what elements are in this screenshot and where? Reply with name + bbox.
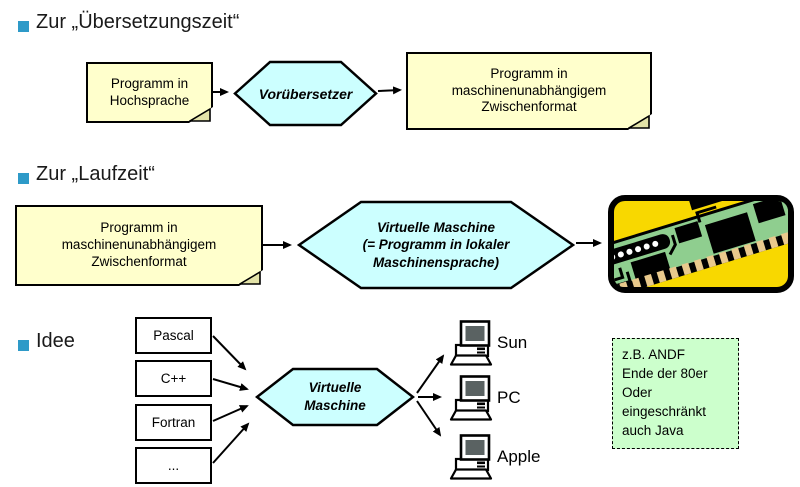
language-box-ellipsis-label: ... — [167, 458, 180, 473]
hexagon-virtual-machine-runtime: Virtuelle Maschine (= Programm in lokale… — [297, 200, 575, 290]
platform-label-sun: Sun — [497, 333, 528, 352]
hexagon-voruebersetzer-label: Vorübersetzer — [258, 85, 353, 102]
folded-corner — [628, 114, 652, 130]
platform-label-pc: PC — [497, 388, 521, 407]
hexagon-virtual-machine-runtime-label: Virtuelle Maschine (= Programm in lokale… — [362, 219, 510, 270]
hexagon-virtual-machine-idea: Virtuelle Maschine — [255, 367, 415, 427]
heading-translation-time: Zur „Übersetzungszeit“ — [36, 11, 240, 33]
hexagon-voruebersetzer: Vorübersetzer — [233, 60, 378, 127]
language-box-pascal: Pascal — [135, 317, 212, 354]
bullet-icon — [18, 173, 29, 184]
note-source-highlevel: Programm in Hochsprache — [86, 62, 213, 123]
language-box-cpp-label: C++ — [160, 371, 187, 386]
hexagon-shape — [255, 367, 415, 427]
computer-icon-pc — [449, 375, 493, 421]
note-intermediate-format-bottom: Programm in maschinenunabhängigem Zwisch… — [15, 205, 263, 286]
bullet-icon — [18, 340, 29, 351]
hexagon-shape — [233, 60, 378, 127]
computer-icon-apple — [449, 434, 493, 480]
note-source-highlevel-text: Programm in Hochsprache — [109, 75, 190, 108]
folded-corner — [189, 107, 213, 123]
heading-run-time: Zur „Laufzeit“ — [36, 163, 155, 185]
language-box-pascal-label: Pascal — [153, 328, 194, 343]
hexagon-shape — [297, 200, 575, 290]
note-intermediate-format-bottom-text: Programm in maschinenunabhängigem Zwisch… — [61, 220, 217, 269]
language-box-fortran-label: Fortran — [151, 415, 196, 430]
note-intermediate-format-top-text: Programm in maschinenunabhängigem Zwisch… — [451, 65, 607, 115]
folded-corner — [239, 270, 263, 286]
heading-idea: Idee — [36, 330, 75, 352]
language-box-fortran: Fortran — [135, 404, 212, 441]
platform-label-apple: Apple — [497, 447, 541, 466]
hexagon-virtual-machine-idea-label: Virtuelle Maschine — [304, 380, 366, 413]
note-intermediate-format-top: Programm in maschinenunabhängigem Zwisch… — [406, 52, 652, 130]
bullet-icon — [18, 21, 29, 32]
green-note-andf: z.B. ANDF Ende der 80er Oder eingeschrän… — [612, 338, 739, 449]
language-box-cpp: C++ — [135, 360, 212, 397]
computer-icon-sun — [449, 320, 493, 366]
language-box-ellipsis: ... — [135, 447, 212, 484]
memory-module-image — [608, 195, 794, 293]
